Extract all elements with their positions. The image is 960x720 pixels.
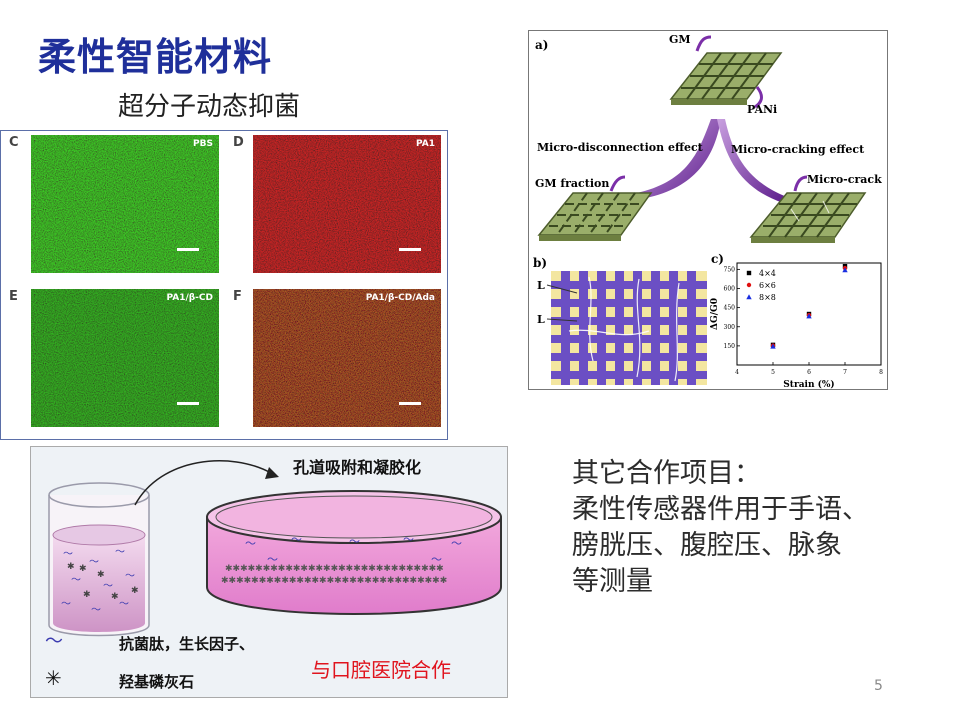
label-adsorption: 孔道吸附和凝胶化 [293,458,421,477]
micrograph-pa1-bcd-ada: PA1/β-CD/Ada [253,289,441,427]
x-tick-label: 7 [843,369,847,376]
label-l-bottom: L [537,313,545,326]
mesh-micrograph [546,271,707,385]
x-tick-label: 6 [807,369,811,376]
scale-bar [399,248,421,251]
x-tick-label: 4 [735,369,739,376]
legend-marker [746,270,752,276]
hydroxyapatite-icon: ✳ [45,666,62,690]
svg-text:〜: 〜 [119,599,129,610]
legend-label: 4×4 [759,269,776,278]
panel-label-b: b) [533,256,547,270]
legend-marker [746,282,752,288]
panel-letter-c: C [9,135,19,150]
label-micro-crack: Micro-crack [807,173,882,186]
label-gm-fraction: GM fraction [535,177,609,190]
scale-bar [399,402,421,405]
micrograph-pa1-bcd: PA1/β-CD [31,289,219,427]
beaker-illustration: 〜〜〜 〜〜〜 〜〜〜 ✱✱✱ ✱✱✱ [48,482,150,637]
gm-sensor-figure: a) GM PANi Micro-disconnection effect Mi… [528,30,888,390]
scale-bar [177,402,199,405]
micrograph-pa1: PA1 [253,135,441,273]
legend-label: 8×8 [759,293,776,302]
panel-tag-pa1: PA1 [416,139,435,149]
y-tick-label: 750 [724,266,736,273]
gm-grid-top [669,52,783,105]
x-tick-label: 8 [879,369,883,376]
fluorescence-figure: C D E F PBS PA1 PA1/β-CD PA1/β-CD/Ada [0,130,448,440]
chart-x-label: Strain (%) [783,379,834,389]
x-tick-label: 5 [771,369,775,376]
data-point [770,343,776,349]
label-micro-cracking: Micro-cracking effect [731,143,865,156]
collaboration-note: 与口腔医院合作 [311,658,451,682]
slide-subtitle: 超分子动态抑菌 [118,92,301,122]
gm-grid-left [537,192,653,241]
svg-text:✱✱✱✱✱✱✱✱✱✱✱✱✱✱✱✱✱✱✱✱✱✱✱✱✱✱✱✱✱✱: ✱✱✱✱✱✱✱✱✱✱✱✱✱✱✱✱✱✱✱✱✱✱✱✱✱✱✱✱✱✱ [221,576,447,586]
label-pani: PANi [747,103,777,116]
y-tick-label: 600 [724,286,736,293]
svg-text:〜: 〜 [125,571,135,582]
svg-text:〜: 〜 [61,599,71,610]
label-l-top: L [537,279,545,292]
panel-letter-e: E [9,289,18,304]
transfer-arrow-icon [134,460,272,506]
svg-text:〜: 〜 [267,553,278,566]
svg-text:✱: ✱ [131,586,139,596]
y-tick-label: 300 [724,324,736,331]
panel-tag-pa1-bcd: PA1/β-CD [166,293,213,303]
panel-letter-d: D [233,135,244,150]
hydrogel-figure: 〜〜〜 〜〜〜 〜〜〜 ✱✱✱ ✱✱✱ 孔道吸附和凝胶化 〜〜〜 〜〜〜 〜 ✱… [30,446,508,698]
panel-tag-pbs: PBS [193,139,213,149]
svg-text:✱: ✱ [79,564,87,574]
svg-text:〜: 〜 [349,535,360,548]
legend-marker [746,294,752,300]
page-number: 5 [874,678,883,694]
svg-text:〜: 〜 [71,575,81,586]
strain-chart: 4 5 6 7 8 150 300 450 600 750 4×4 6×6 8×8 Strain (… [710,262,883,390]
label-micro-disconnection: Micro-disconnection effect [537,141,704,154]
legend-hydroxyapatite: 羟基磷灰石 [119,673,194,691]
other-projects-line: 柔性传感器件用于手语、 [572,494,869,525]
gm-grid-right [749,192,867,243]
other-projects-heading: 其它合作项目： [572,458,761,489]
svg-text:〜: 〜 [403,533,414,546]
arrow-right-icon [717,119,787,203]
y-tick-label: 150 [724,343,736,350]
peptide-icon: 〜 [45,631,63,652]
svg-text:✱: ✱ [111,592,119,602]
slide-title: 柔性智能材料 [38,35,273,79]
data-point [806,313,812,319]
svg-text:✱✱✱✱✱✱✱✱✱✱✱✱✱✱✱✱✱✱✱✱✱✱✱✱✱✱✱✱✱: ✱✱✱✱✱✱✱✱✱✱✱✱✱✱✱✱✱✱✱✱✱✱✱✱✱✱✱✱✱ [225,564,444,574]
panel-label-a: a) [535,38,548,52]
svg-text:✱: ✱ [97,570,105,580]
panel-tag-pa1-bcd-ada: PA1/β-CD/Ada [365,293,435,303]
y-tick-label: 450 [724,305,736,312]
svg-text:〜: 〜 [291,533,302,546]
chart-y-label: ΔG/G0 [710,298,720,330]
legend-label: 6×6 [759,281,776,290]
other-projects-line: 等测量 [572,566,653,597]
svg-text:〜: 〜 [89,557,99,568]
svg-text:〜: 〜 [431,553,442,566]
panel-label-c: c) [711,252,724,266]
other-projects: 其它合作项目： 柔性传感器件用于手语、 膀胱压、腹腔压、脉象 等测量 [572,456,869,600]
svg-text:〜: 〜 [63,549,73,560]
svg-text:✱: ✱ [83,590,91,600]
petri-dish-illustration: 〜〜〜 〜〜〜 〜 ✱✱✱✱✱✱✱✱✱✱✱✱✱✱✱✱✱✱✱✱✱✱✱✱✱✱✱✱✱ … [206,490,502,615]
svg-text:〜: 〜 [115,547,125,558]
scale-bar [177,248,199,251]
panel-letter-f: F [233,289,242,304]
other-projects-line: 膀胱压、腹腔压、脉象 [572,530,842,561]
svg-text:✱: ✱ [67,562,75,572]
data-point [842,267,848,273]
svg-text:〜: 〜 [91,605,101,616]
legend-peptide: 抗菌肽，生长因子、 [119,635,254,653]
label-gm: GM [669,33,691,46]
svg-text:〜: 〜 [103,581,113,592]
micrograph-pbs: PBS [31,135,219,273]
arrow-left-icon [637,119,721,199]
svg-text:〜: 〜 [245,537,256,550]
svg-text:〜: 〜 [451,537,462,550]
